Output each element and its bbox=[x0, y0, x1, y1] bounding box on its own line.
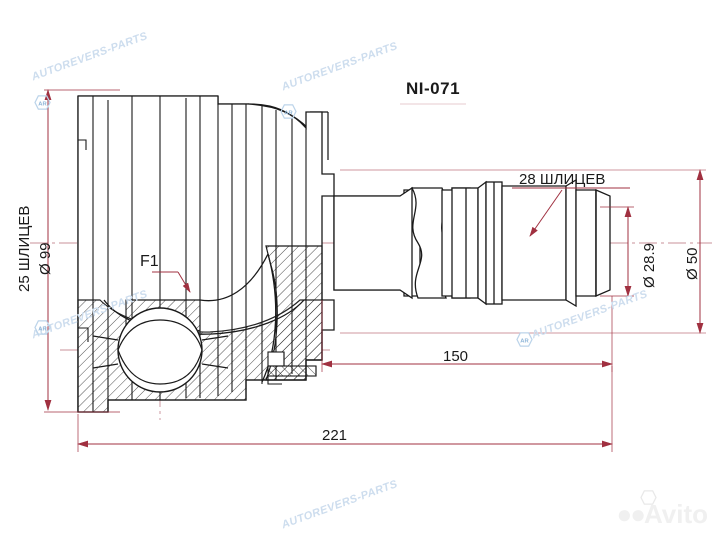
shaft-end-cap bbox=[575, 189, 611, 297]
label-inner-splines: 25 ШЛИЦЕВ bbox=[16, 205, 33, 292]
ball-bearing-seat bbox=[92, 319, 229, 385]
label-total-length: 221 bbox=[322, 427, 348, 444]
leader-f1-diag bbox=[177, 271, 191, 293]
avito-watermark: ●●Avito bbox=[617, 499, 708, 530]
boot-clamp-detail bbox=[267, 351, 317, 385]
leader-28-splines bbox=[529, 189, 563, 237]
label-shaft-spline-diameter: Ø 28.9 bbox=[641, 242, 658, 288]
shaft-groove bbox=[485, 181, 503, 305]
cage-inner-curve bbox=[103, 253, 305, 383]
part-number-title: NI-071 bbox=[406, 79, 461, 98]
shaft-collar-ring bbox=[451, 180, 487, 306]
splined-shaft-segment bbox=[501, 178, 577, 308]
shaft-outline-main bbox=[333, 186, 413, 300]
label-outer-splines: 28 ШЛИЦЕВ bbox=[519, 171, 606, 188]
avito-label: Avito bbox=[643, 499, 708, 529]
label-shaft-diameter: Ø 50 bbox=[684, 247, 701, 280]
label-section-callout: F1 bbox=[140, 253, 159, 270]
avito-dots-icon: ●● bbox=[616, 499, 646, 529]
label-shaft-length: 150 bbox=[443, 348, 469, 365]
label-inner-diameter: Ø 99 bbox=[37, 242, 54, 275]
